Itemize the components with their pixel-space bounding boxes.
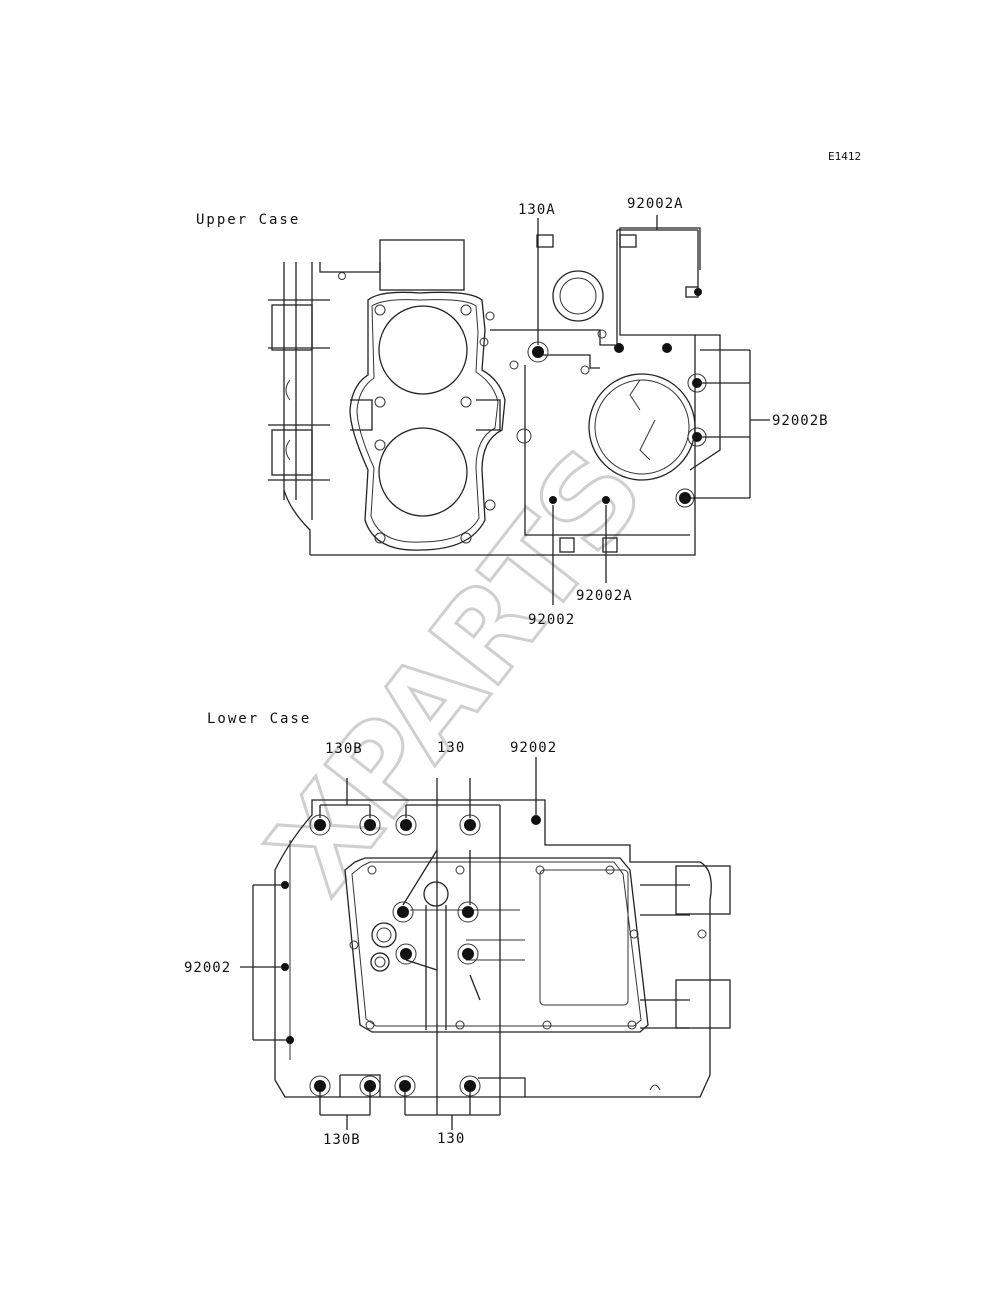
lower-case-leaders bbox=[240, 757, 537, 1130]
label-130-top: 130 bbox=[437, 740, 465, 756]
diagram-code: E1412 bbox=[828, 150, 861, 163]
label-92002A-top: 92002A bbox=[627, 196, 684, 212]
label-92002A-bottom: 92002A bbox=[576, 588, 633, 604]
upper-case-leaders bbox=[537, 215, 770, 605]
upper-case-section: Upper Case bbox=[196, 196, 829, 628]
lower-case-title: Lower Case bbox=[207, 711, 311, 727]
lower-case-section: Lower Case bbox=[184, 711, 731, 1148]
label-130B-bottom: 130B bbox=[323, 1132, 361, 1148]
label-92002-top: 92002 bbox=[510, 740, 557, 756]
label-130B-top: 130B bbox=[325, 741, 363, 757]
label-92002-left: 92002 bbox=[184, 960, 231, 976]
upper-case-drawing bbox=[268, 227, 721, 556]
lower-case-drawing bbox=[274, 799, 731, 1098]
upper-case-title: Upper Case bbox=[196, 212, 300, 228]
label-92002B: 92002B bbox=[772, 413, 829, 429]
label-130A: 130A bbox=[518, 202, 556, 218]
label-92002-upper: 92002 bbox=[528, 612, 575, 628]
label-130-bottom: 130 bbox=[437, 1131, 465, 1147]
